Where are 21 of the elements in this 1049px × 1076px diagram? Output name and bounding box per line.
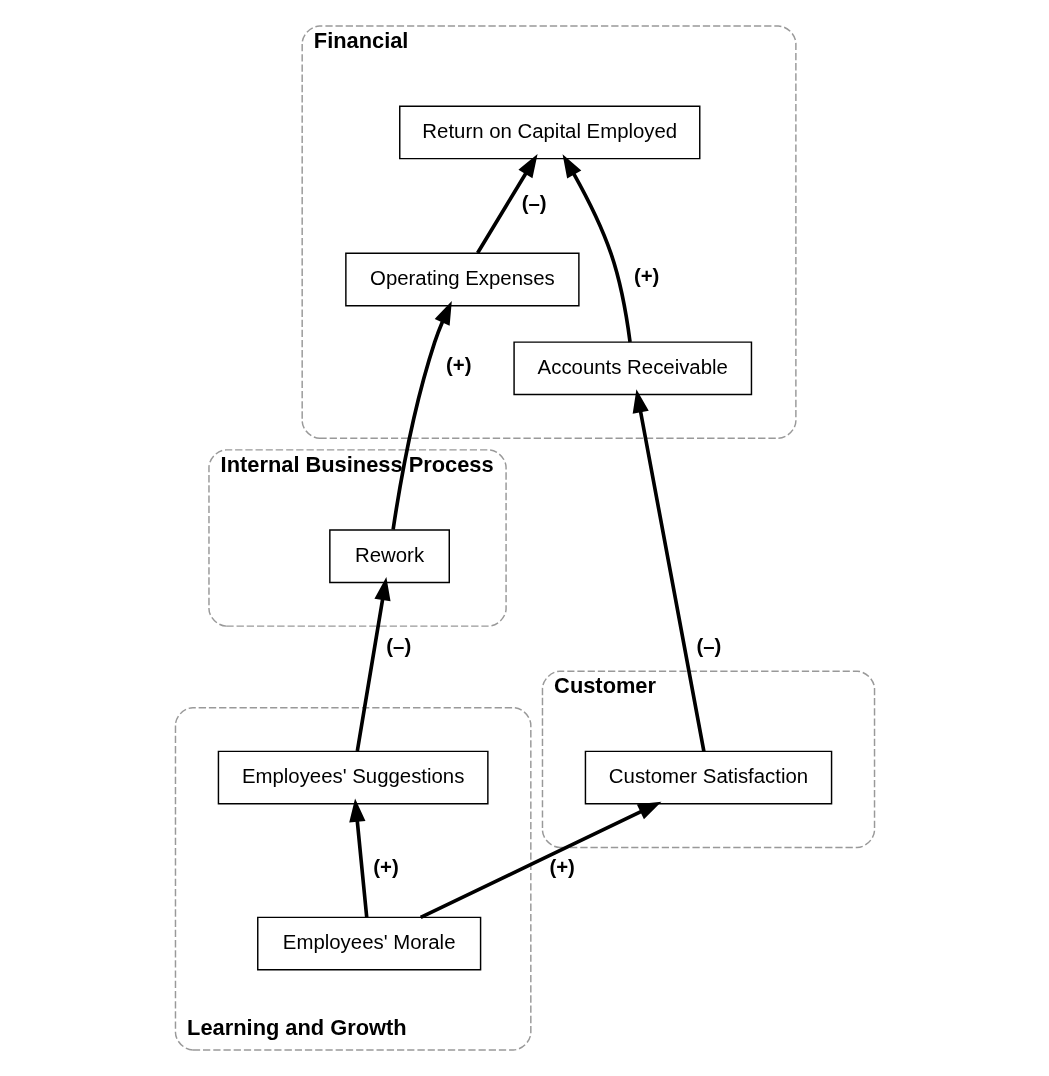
edge-label: (+)	[548, 855, 575, 878]
arrow	[390, 301, 452, 530]
node-box: Employees' Suggestions	[217, 750, 489, 805]
arrow	[475, 153, 538, 254]
arrow	[632, 389, 706, 752]
edge-label: (+)	[633, 265, 659, 288]
node-box: Rework	[328, 529, 450, 584]
edge-label: (+)	[445, 354, 471, 377]
arrow	[348, 798, 369, 918]
node-box: Accounts Receivable	[512, 341, 752, 396]
edge-label: (–)	[696, 634, 721, 657]
edge-label: (–)	[521, 191, 547, 214]
edge-label: (+)	[372, 855, 399, 878]
node-box: Customer Satisfaction	[584, 750, 832, 805]
node-box: Return on Capital Employed	[398, 105, 700, 160]
arrow	[419, 801, 661, 919]
edge-label: (–)	[385, 634, 411, 657]
arrow	[562, 154, 632, 343]
node-box: Operating Expenses	[344, 252, 580, 307]
node-box: Employees' Morale	[256, 916, 481, 971]
arrow	[355, 577, 391, 752]
